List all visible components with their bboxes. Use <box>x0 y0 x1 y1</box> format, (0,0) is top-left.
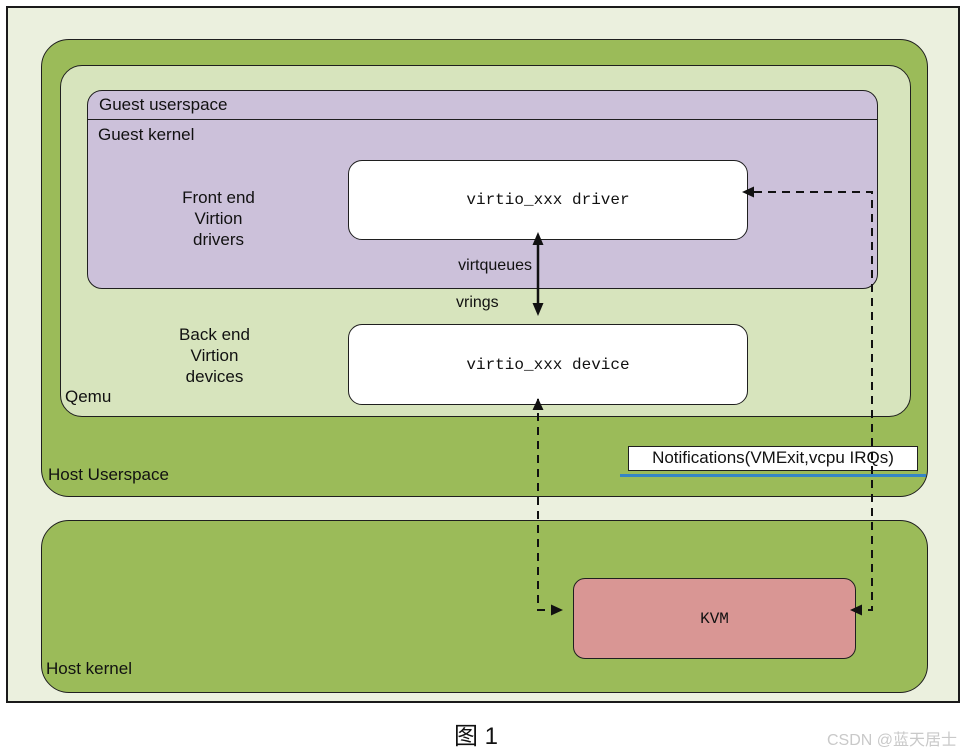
kvm-label: KVM <box>700 609 729 628</box>
kvm-box: KVM <box>573 578 856 659</box>
watermark: CSDN @蓝天居士 <box>826 732 957 749</box>
virtio-device-box: virtio_xxx device <box>348 324 748 405</box>
host-userspace-label: Host Userspace <box>48 465 169 484</box>
guest-userspace-label: Guest userspace <box>99 95 228 114</box>
virtqueues-label: virtqueues <box>458 257 532 274</box>
virtio-device-label: virtio_xxx device <box>466 355 630 374</box>
vrings-label: vrings <box>456 294 499 311</box>
virtio-driver-box: virtio_xxx driver <box>348 160 748 240</box>
guest-kernel-label: Guest kernel <box>98 125 195 144</box>
notifications-label: Notifications(VMExit,vcpu IRQs) <box>628 446 918 471</box>
front-end-drivers-label: Front end Virtion drivers <box>182 188 255 249</box>
figure-frame: Guest userspace Guest kernel Front end V… <box>6 6 960 703</box>
notifications-underline <box>620 474 926 477</box>
virtio-driver-label: virtio_xxx driver <box>466 191 630 209</box>
qemu-label: Qemu <box>65 387 112 406</box>
back-end-devices-label: Back end Virtion devices <box>179 325 250 386</box>
host-kernel-label: Host kernel <box>46 659 132 678</box>
figure-caption: 图 1 <box>453 723 498 750</box>
guest-userspace-strip: Guest userspace <box>88 91 877 120</box>
